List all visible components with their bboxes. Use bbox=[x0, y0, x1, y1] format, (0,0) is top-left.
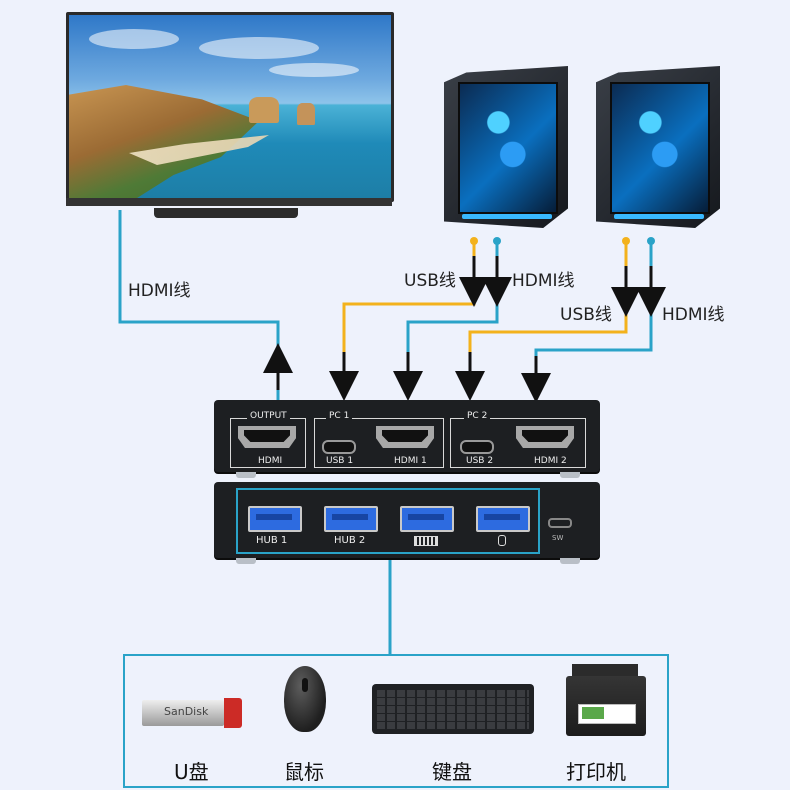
pc2-usb-port bbox=[460, 440, 494, 454]
pc1-hdmi-label: HDMI 1 bbox=[394, 456, 427, 466]
pc-tower-2 bbox=[596, 66, 720, 228]
usb-flash-drive: SanDisk bbox=[142, 690, 244, 734]
usb-dot-pc2 bbox=[622, 237, 630, 245]
label-usb-pc1: USB线 bbox=[404, 271, 456, 291]
monitor-screen bbox=[66, 12, 394, 202]
monitor bbox=[66, 12, 394, 218]
hdmi-cable-monitor bbox=[118, 210, 280, 400]
mouse-usb-port bbox=[476, 506, 530, 532]
pc-tower-1 bbox=[444, 66, 568, 228]
kvm-back-panel: OUTPUT HDMI PC 1 USB 1 HDMI 1 PC 2 USB 2… bbox=[214, 400, 600, 472]
output-group-title: OUTPUT bbox=[247, 411, 290, 421]
pc1-usb-port bbox=[322, 440, 356, 454]
pc2-hdmi-label: HDMI 2 bbox=[534, 456, 567, 466]
label-usb-pc2: USB线 bbox=[560, 305, 612, 325]
switch-label: SW bbox=[552, 534, 564, 542]
label-printer: 打印机 bbox=[566, 760, 626, 784]
udisk-brand: SanDisk bbox=[164, 705, 209, 718]
pc2-group bbox=[450, 418, 586, 468]
mouse bbox=[284, 666, 326, 732]
hdmi-dot-pc1 bbox=[493, 237, 501, 245]
hub1-usb-port bbox=[248, 506, 302, 532]
pc2-group-title: PC 2 bbox=[464, 411, 491, 421]
pc1-group-title: PC 1 bbox=[326, 411, 353, 421]
keyboard bbox=[372, 684, 534, 734]
peripheral-devices-box bbox=[123, 654, 669, 788]
label-mouse: 鼠标 bbox=[284, 760, 324, 784]
label-keyboard: 键盘 bbox=[432, 760, 472, 784]
output-hdmi-port bbox=[238, 426, 296, 448]
switch-button[interactable] bbox=[548, 518, 572, 528]
keyboard-icon bbox=[414, 536, 438, 546]
printer bbox=[566, 664, 646, 736]
label-hdmi-pc1: HDMI线 bbox=[512, 271, 575, 291]
usb-dot-pc1 bbox=[470, 237, 478, 245]
hdmi-cable-pc1 bbox=[406, 240, 499, 398]
output-hdmi-label: HDMI bbox=[258, 456, 283, 466]
hub2-usb-port bbox=[324, 506, 378, 532]
mouse-icon bbox=[498, 535, 506, 546]
keyboard-usb-port bbox=[400, 506, 454, 532]
label-hdmi-monitor: HDMI线 bbox=[128, 281, 191, 301]
pc2-hdmi-port bbox=[516, 426, 574, 448]
label-hdmi-pc2: HDMI线 bbox=[662, 305, 725, 325]
kvm-front-panel: HUB 1 HUB 2 SW bbox=[214, 482, 600, 558]
usb-hub-outline bbox=[236, 488, 540, 554]
pc1-hdmi-port bbox=[376, 426, 434, 448]
hub2-label: HUB 2 bbox=[334, 535, 366, 546]
hdmi-dot-pc2 bbox=[647, 237, 655, 245]
pc1-usb-label: USB 1 bbox=[326, 456, 354, 466]
hub1-label: HUB 1 bbox=[256, 535, 288, 546]
label-udisk: U盘 bbox=[174, 760, 209, 784]
pc1-group bbox=[314, 418, 444, 468]
pc2-usb-label: USB 2 bbox=[466, 456, 494, 466]
